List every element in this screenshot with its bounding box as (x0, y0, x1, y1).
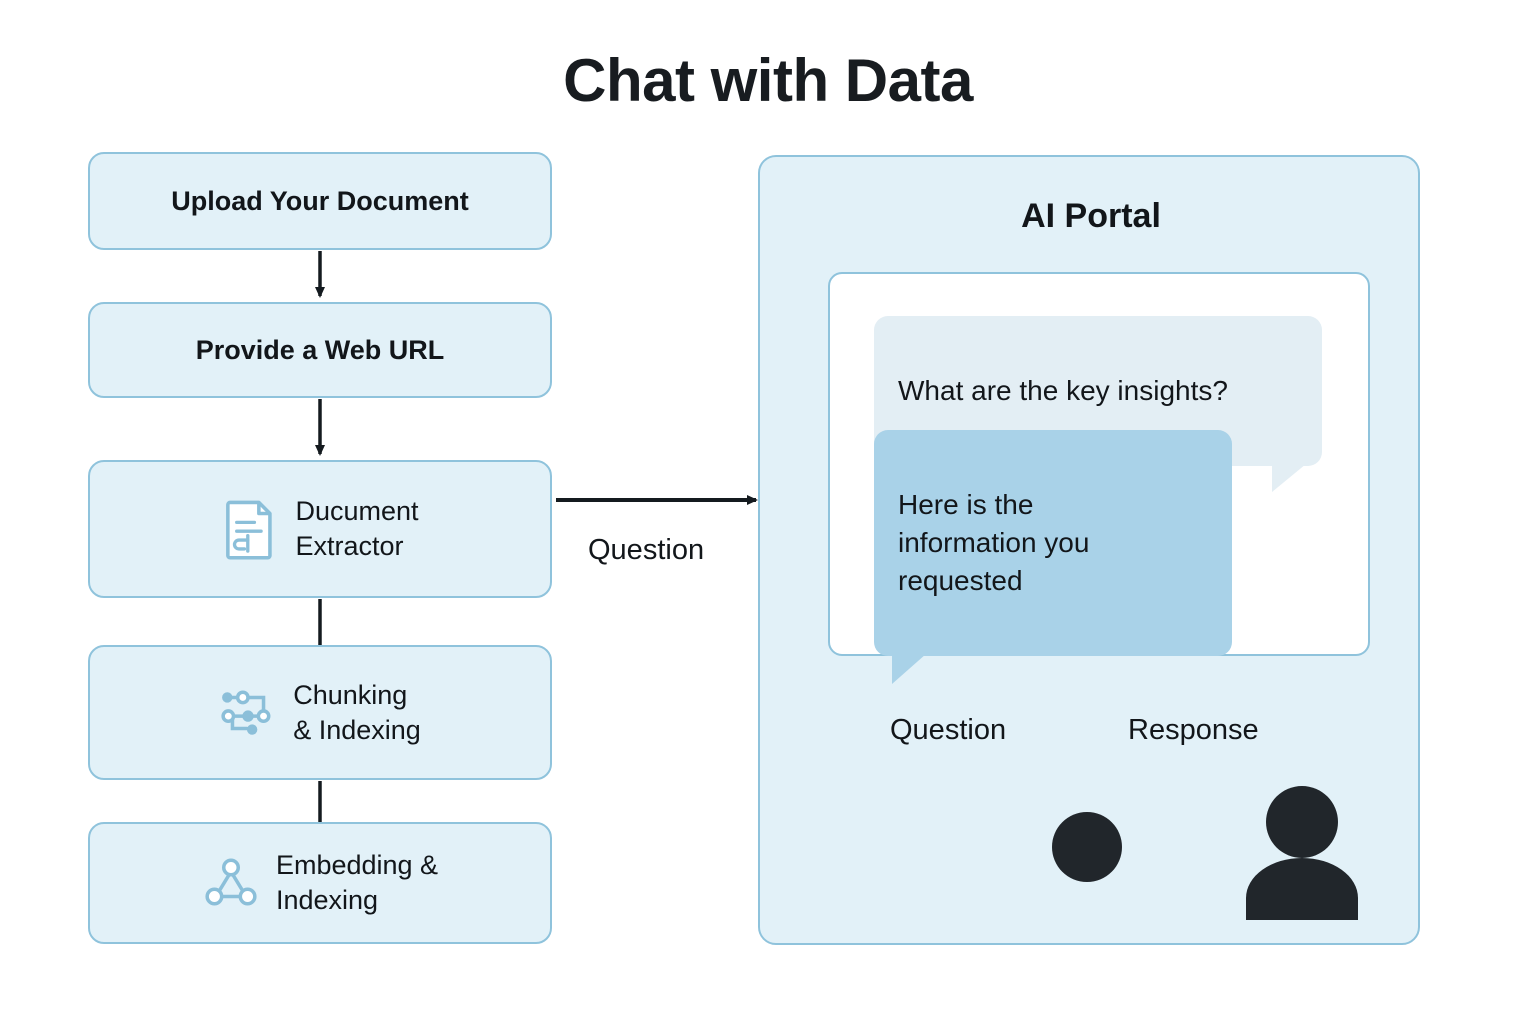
pipeline-step-label: Provide a Web URL (195, 334, 445, 365)
chat-bubble-assistant-text: Here is the information you requested (898, 489, 1090, 597)
pipeline-step-label: Upload Your Document (171, 185, 469, 216)
connector-label-question-mid: Question (588, 534, 705, 566)
pipeline-step-document-extractor[interactable]: Ducument Extractor (88, 460, 552, 598)
page-title: Chat with Data (563, 47, 973, 114)
pipeline-step-web-url[interactable]: Provide a Web URL (88, 302, 552, 398)
ai-portal-title: AI Portal (1021, 197, 1161, 235)
pipeline-step-upload[interactable]: Upload Your Document (88, 152, 552, 250)
chat-bubble-user-tail (1272, 464, 1306, 493)
embedding-triangle-icon (205, 858, 257, 906)
person-icon (1246, 786, 1358, 920)
connector-label-question-in: Question (890, 714, 1007, 746)
chat-bubble-assistant: Here is the information you requested (874, 430, 1232, 685)
chat-bubble-user-text: What are the key insights? (898, 375, 1228, 407)
pipeline-step-label: Chunking & Indexing (293, 679, 421, 745)
pipeline-step-chunking-indexing[interactable]: Chunking & Indexing (88, 645, 552, 780)
chat-bubble-assistant-tail (892, 654, 926, 685)
chunking-graph-icon (221, 690, 271, 735)
connector-label-response: Response (1128, 714, 1259, 746)
pipeline-step-label: Embedding & Indexing (275, 850, 439, 915)
document-icon (226, 500, 273, 560)
pipeline-step-embedding-indexing[interactable]: Embedding & Indexing (88, 822, 552, 944)
pipeline-step-label: Ducument Extractor (295, 496, 419, 561)
circle-avatar-icon (1052, 812, 1122, 882)
